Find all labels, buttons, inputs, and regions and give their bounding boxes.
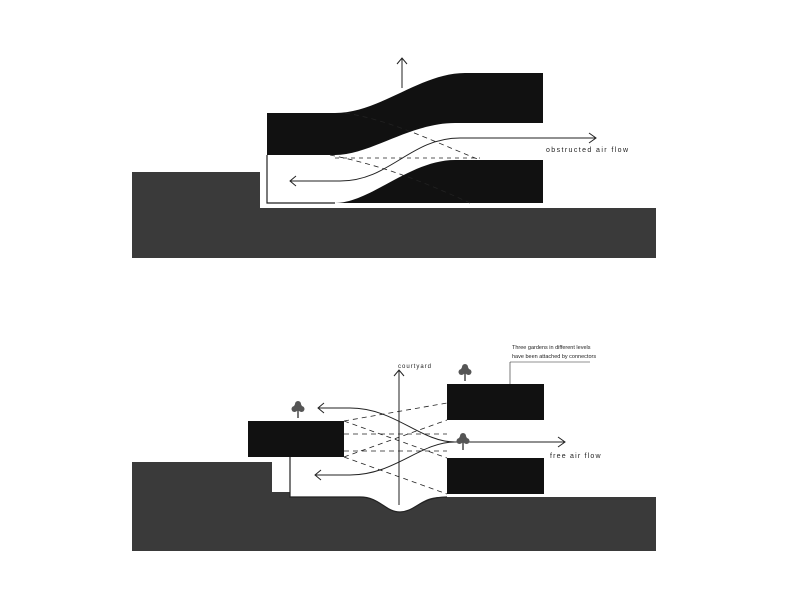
bottom-dashed-line <box>343 420 448 459</box>
bottom-dashed-line <box>343 419 448 458</box>
arrow-icon <box>289 132 597 187</box>
bottom-building-upper-right <box>447 384 544 420</box>
tree-icon <box>456 433 470 450</box>
tree-icon <box>458 364 472 381</box>
bottom-ground <box>132 462 656 551</box>
bottom-building-lower-right <box>447 458 544 494</box>
top-section-outline <box>266 155 335 204</box>
arrow-icon <box>314 441 456 481</box>
tree-icon <box>291 401 305 418</box>
bottom-dashed-line <box>343 456 448 495</box>
arrow-icon <box>317 402 566 448</box>
top-diagram: obstructed air flow <box>132 57 656 258</box>
arrow-icon <box>396 57 408 88</box>
bottom-flow-label: free air flow <box>550 453 602 460</box>
bottom-diagram: courtyard free air flow Three gardens in… <box>132 345 656 551</box>
courtyard-outline <box>289 456 448 513</box>
note-line-2: have been attached by connectors <box>512 354 596 360</box>
top-flow-label: obstructed air flow <box>546 147 629 154</box>
top-building-upper <box>267 73 543 155</box>
note-line-1: Three gardens in different levels <box>512 345 591 351</box>
bottom-building-left <box>248 421 344 457</box>
courtyard-label: courtyard <box>398 364 432 370</box>
top-building-lower <box>335 160 543 203</box>
top-ground <box>132 172 656 258</box>
bottom-dashed-line <box>343 402 448 422</box>
top-dashed-line <box>329 154 471 204</box>
